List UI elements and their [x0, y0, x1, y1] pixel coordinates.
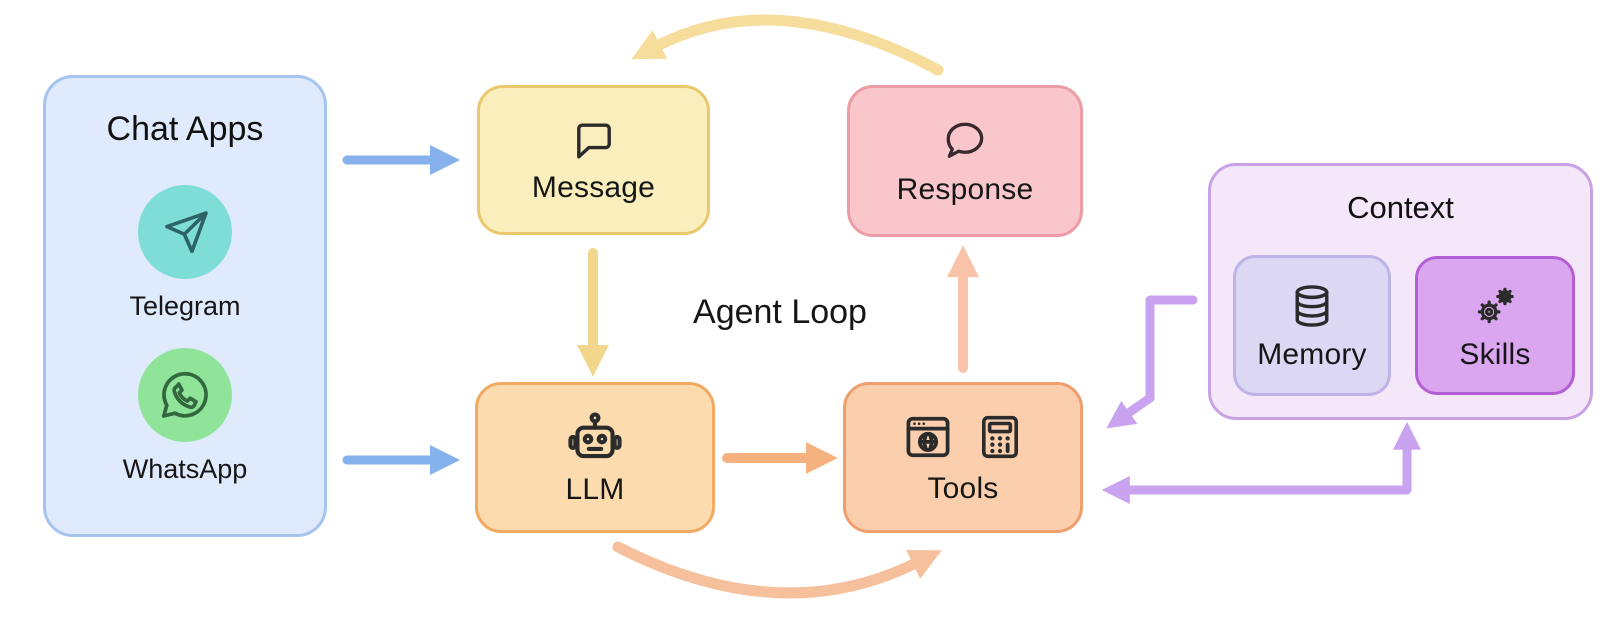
chat-bubble-square-icon	[576, 123, 611, 158]
whatsapp-label: WhatsApp	[122, 454, 248, 484]
whatsapp-icon	[138, 348, 232, 442]
gears-icon	[1477, 287, 1514, 323]
telegram-icon	[138, 185, 232, 279]
chat-bubble-round-icon	[946, 122, 984, 158]
context-title: Context	[1347, 190, 1454, 225]
memory-label: Memory	[1257, 337, 1367, 371]
memory-node: Memory	[1233, 255, 1391, 396]
telegram-label: Telegram	[129, 291, 241, 321]
message-label: Message	[531, 170, 656, 204]
arrow-context-to-tools-elbow	[1106, 295, 1198, 429]
database-icon	[1295, 284, 1329, 327]
message-node: Message	[477, 85, 710, 235]
tools-icons	[899, 409, 1027, 465]
robot-icon	[568, 412, 622, 459]
llm-node: LLM	[475, 382, 715, 533]
response-label: Response	[896, 172, 1034, 206]
arrow-context-tools-double-elbow	[1101, 421, 1421, 504]
skills-label: Skills	[1459, 337, 1531, 371]
arrow-llm-to-tools-curve	[612, 541, 942, 599]
response-node: Response	[847, 85, 1083, 237]
llm-label: LLM	[565, 473, 625, 506]
context-panel: Context Memory Skills	[1208, 163, 1593, 420]
agent-loop-caption: Agent Loop	[693, 293, 867, 331]
browser-globe-icon	[906, 416, 950, 458]
arrow-response-to-message-curve	[631, 14, 944, 76]
tools-label: Tools	[927, 472, 999, 505]
calculator-icon	[982, 415, 1018, 459]
chat-apps-panel: Chat Apps Telegram WhatsApp	[43, 75, 327, 537]
chat-apps-title: Chat Apps	[106, 110, 264, 148]
skills-node: Skills	[1415, 256, 1575, 395]
tools-node: Tools	[843, 382, 1083, 533]
